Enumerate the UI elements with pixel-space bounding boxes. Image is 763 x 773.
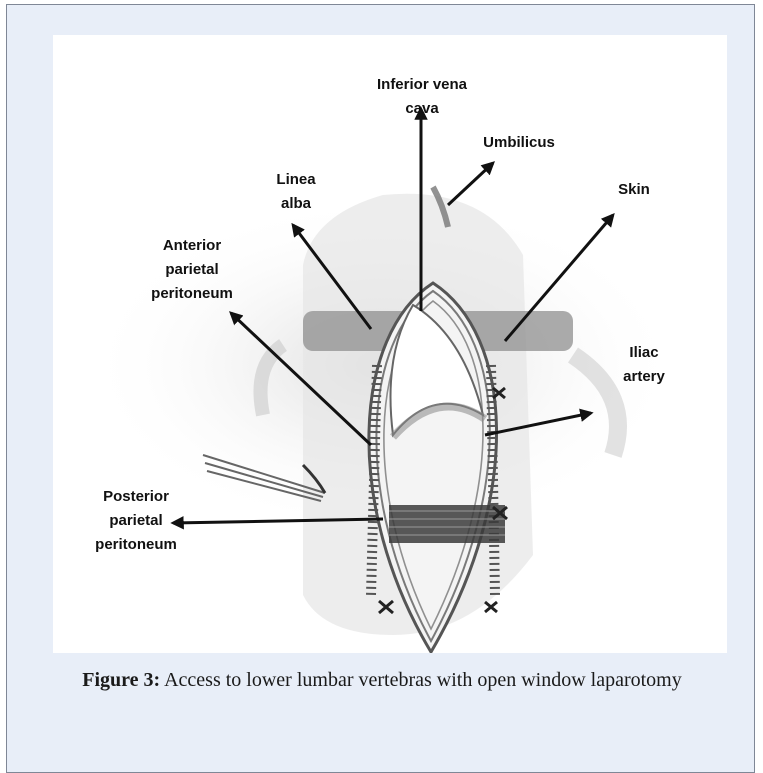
label-umbilicus: Umbilicus [471,131,567,155]
label-posterior-parietal-peritoneum: Posterior parietal peritoneum [81,485,191,557]
arrow-umbilicus [448,163,493,205]
figure-panel: Inferior vena cava Umbilicus Linea alba … [6,4,755,773]
label-linea-alba: Linea alba [265,168,327,216]
figure-caption: Figure 3: Access to lower lumbar vertebr… [47,665,717,695]
caption-text: Access to lower lumbar vertebras with op… [160,669,682,691]
label-iliac-artery: Iliac artery [609,341,679,389]
caption-label: Figure 3: [82,669,160,691]
label-anterior-parietal-peritoneum: Anterior parietal peritoneum [133,234,251,306]
label-skin: Skin [609,178,659,202]
illustration: Inferior vena cava Umbilicus Linea alba … [53,35,727,653]
label-inferior-vena-cava: Inferior vena cava [353,73,491,121]
